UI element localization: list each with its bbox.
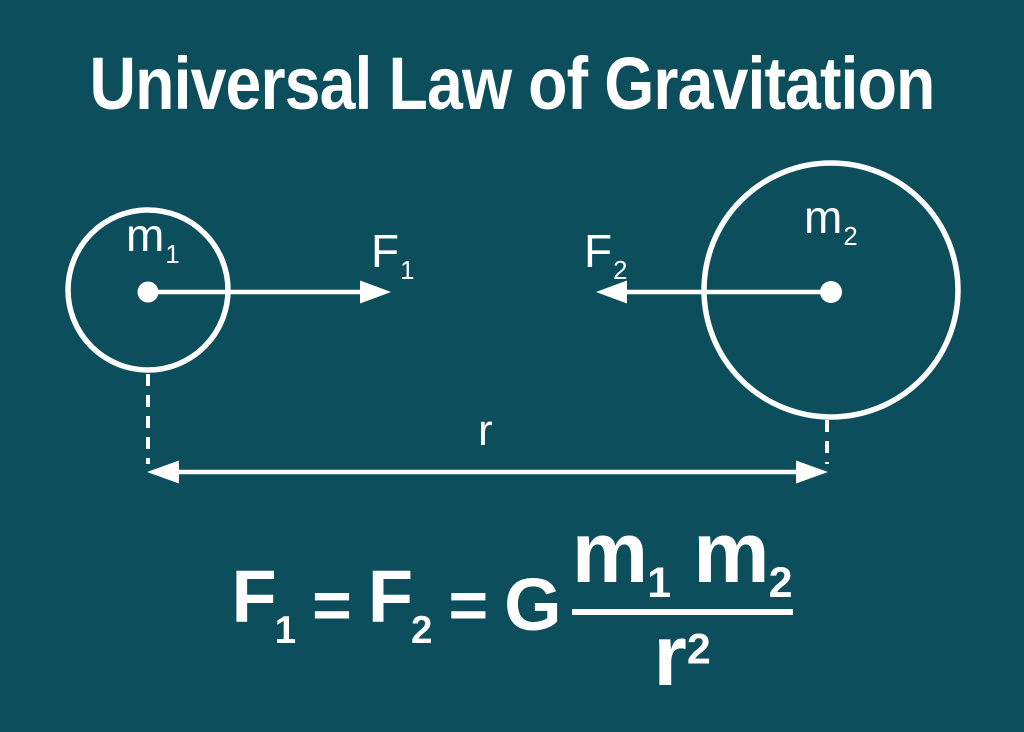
distance-arrow xyxy=(147,460,828,484)
force1-label-subscript: 1 xyxy=(400,256,415,285)
mass1-label: m1 xyxy=(126,212,180,268)
mass1-center-dot xyxy=(137,281,159,303)
formula-denominator: r2 xyxy=(653,613,711,699)
formula-numerator-m2-subscript: 2 xyxy=(768,558,793,607)
formula-force2-term: F2 xyxy=(368,559,433,652)
formula-denominator-base: r xyxy=(653,608,687,705)
mass2-label-subscript: 2 xyxy=(843,222,858,251)
force1-label: F1 xyxy=(371,228,414,284)
formula-numerator-m1-base: m xyxy=(571,504,649,601)
formula-equals-sign-1: = xyxy=(312,567,352,643)
force2-arrow xyxy=(596,280,829,304)
formula-fraction-bar xyxy=(571,609,793,616)
formula-gravitational-constant: G xyxy=(504,563,562,646)
formula-denominator-exponent: 2 xyxy=(686,625,711,674)
formula-numerator-m2-base: m xyxy=(693,504,770,601)
force2-label: F2 xyxy=(584,228,627,284)
formula-force2-base: F xyxy=(367,554,414,638)
formula-force1-subscript: 1 xyxy=(274,608,297,652)
force1-arrow xyxy=(150,280,391,304)
formula-force1-base: F xyxy=(231,554,277,638)
mass1-label-base: m xyxy=(126,209,165,261)
formula-numerator-m1-subscript: 1 xyxy=(647,558,672,607)
mass2-center-dot xyxy=(820,281,842,303)
formula-force2-subscript: 2 xyxy=(411,608,433,652)
force2-label-base: F xyxy=(584,225,613,277)
formula-equals-sign-2: = xyxy=(448,567,489,643)
force2-label-subscript: 2 xyxy=(613,256,628,285)
mass2-label: m2 xyxy=(804,194,858,250)
page-title: Universal Law of Gravitation xyxy=(89,42,935,125)
distance-label: r xyxy=(478,406,493,455)
force1-label-base: F xyxy=(371,225,400,277)
mass2-label-base: m xyxy=(804,191,843,243)
mass1-label-subscript: 1 xyxy=(165,240,180,269)
formula-force1-term: F1 xyxy=(232,559,297,652)
